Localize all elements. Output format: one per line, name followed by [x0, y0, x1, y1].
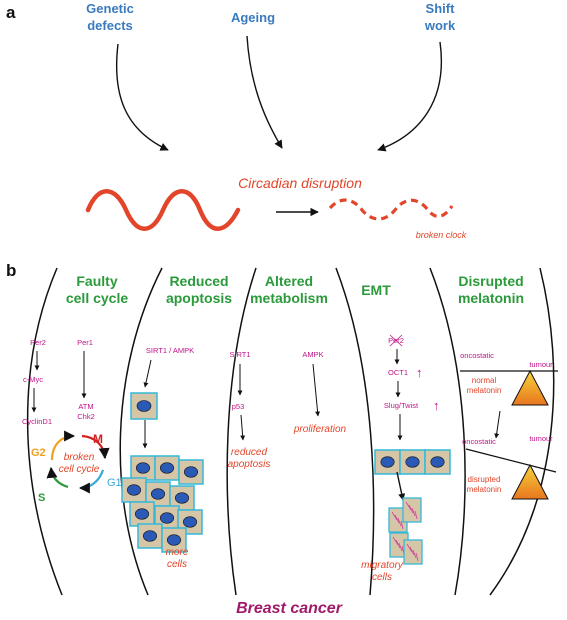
- cc-phase-g2: G2: [31, 447, 46, 459]
- met-arrow-p53: [240, 414, 246, 441]
- broken-clock-label: broken clock: [416, 230, 467, 240]
- column-line-5: [429, 267, 466, 596]
- col4-title: EMT: [361, 282, 391, 298]
- column-line-2: [119, 267, 163, 596]
- mel-normal-line1: normal: [472, 376, 497, 385]
- emt-oct1: OCT1: [388, 368, 408, 377]
- cause-genetic-line2: defects: [87, 18, 133, 33]
- mel-oncostatic-1: oncostatic: [460, 351, 494, 360]
- cc-arc-g2: [50, 430, 76, 461]
- mel-fulcrum-2: [511, 463, 549, 500]
- col5-title-line2: melatonin: [458, 290, 524, 306]
- column-line-1: [26, 267, 63, 596]
- col2-title-line1: Reduced: [169, 273, 228, 289]
- emt-arrow-4: [396, 471, 406, 501]
- apo-single-cell: [130, 392, 158, 420]
- apo-cell: [161, 527, 187, 553]
- cc-cyclind1: CyclinD1: [22, 417, 52, 426]
- emt-migratory-line1: migratory: [361, 560, 404, 571]
- panel-b-letter: b: [6, 261, 16, 280]
- apo-cell: [130, 455, 156, 481]
- emt-slug: Slug/Twist: [384, 401, 419, 410]
- col1-title-line1: Faulty: [76, 273, 117, 289]
- apo-more-line1: more: [166, 547, 189, 558]
- arrow-shift: [377, 41, 442, 152]
- cc-phase-s: S: [38, 492, 45, 504]
- emt-oct1-up: ↑: [416, 365, 423, 380]
- mel-tumour-2: tumour: [529, 434, 553, 443]
- mel-normal-line2: melatonin: [467, 386, 502, 395]
- col3-title-line1: Altered: [265, 273, 313, 289]
- apo-more-line2: cells: [167, 559, 187, 570]
- met-sirt1: SIRT1: [229, 350, 250, 359]
- cause-ageing: Ageing: [231, 10, 275, 25]
- cause-shift-line1: Shift: [426, 1, 456, 16]
- column-line-6: [489, 267, 555, 596]
- cc-cmyc: c-Myc: [23, 375, 43, 384]
- intact-clock-wave: [85, 189, 241, 231]
- cc-per1: Per1: [77, 338, 93, 347]
- emt-migratory-cells: [388, 497, 423, 565]
- cc-center-line1: broken: [64, 452, 95, 463]
- emt-migratory-cell: [403, 539, 423, 565]
- mel-disrupted-line1: disrupted: [468, 475, 501, 484]
- emt-cell: [374, 449, 401, 475]
- arrow-genetic: [115, 43, 169, 151]
- apo-sirt-ampk: SIRT1 / AMPK: [146, 346, 194, 355]
- cc-atm: ATM: [78, 402, 93, 411]
- cc-chk2: Chk2: [77, 412, 95, 421]
- mel-disrupted-line2: melatonin: [467, 485, 502, 494]
- met-reduced-line2: apoptosis: [228, 459, 271, 470]
- cc-arc-g1: [78, 469, 105, 494]
- cause-genetic-line1: Genetic: [86, 1, 134, 16]
- apo-cell-cluster: [121, 455, 204, 553]
- apo-cell: [154, 455, 180, 481]
- emt-slug-up: ↑: [433, 398, 440, 413]
- col1-title-line2: cell cycle: [66, 290, 128, 306]
- met-arrow-ampk: [312, 363, 321, 417]
- col2-title-line2: apoptosis: [166, 290, 232, 306]
- mel-arrow: [494, 410, 501, 439]
- emt-cell: [399, 449, 426, 475]
- cause-shift-line2: work: [424, 18, 456, 33]
- column-line-4: [335, 267, 375, 596]
- mel-fulcrum-1: [511, 369, 549, 406]
- breast-cancer-outcome: Breast cancer: [236, 600, 343, 617]
- apo-cell: [129, 501, 155, 527]
- emt-migratory-cell: [402, 497, 422, 523]
- col5-title-line1: Disrupted: [458, 273, 523, 289]
- cc-arc-s: [46, 466, 69, 489]
- mel-balance-beam-2: [465, 448, 557, 473]
- cc-center-line2: cell cycle: [59, 464, 100, 475]
- panel-a-letter: a: [6, 3, 16, 22]
- emt-epithelial-row: [374, 449, 451, 475]
- cc-arc-m: [81, 434, 110, 460]
- apo-cell: [137, 523, 163, 549]
- emt-migratory-line2: cells: [372, 572, 392, 583]
- apo-cell: [178, 459, 204, 485]
- col3-title-line2: metabolism: [250, 290, 328, 306]
- cc-per2: Per2: [30, 338, 46, 347]
- mel-tumour-1: tumour: [529, 360, 553, 369]
- apo-cell: [121, 477, 147, 503]
- cc-phase-m: M: [93, 432, 103, 446]
- arrow-ageing: [246, 35, 283, 149]
- circadian-disruption-label: Circadian disruption: [238, 175, 362, 191]
- cc-phase-g1: G1: [107, 477, 122, 489]
- column-line-3: [226, 267, 257, 596]
- emt-cell: [424, 449, 451, 475]
- mel-oncostatic-2: oncostatic: [462, 437, 496, 446]
- met-reduced-line1: reduced: [231, 447, 268, 458]
- apo-cell: [154, 505, 180, 531]
- apo-arrow-1: [143, 359, 152, 388]
- met-p53: p53: [232, 402, 245, 411]
- met-ampk: AMPK: [302, 350, 323, 359]
- emt-cross-2: [389, 334, 403, 347]
- broken-clock-wave: [328, 198, 454, 221]
- met-proliferation: proliferation: [293, 424, 347, 435]
